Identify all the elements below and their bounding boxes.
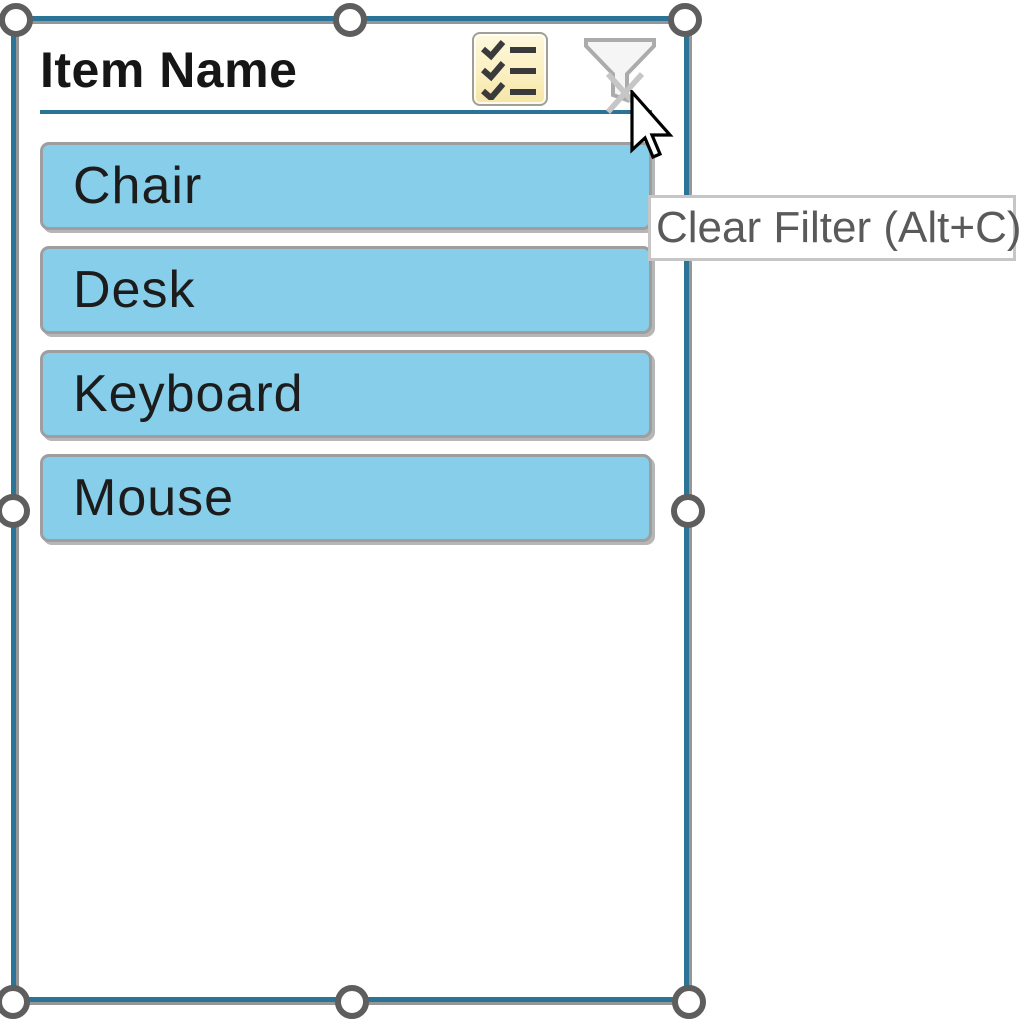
slicer-item-keyboard[interactable]: Keyboard <box>40 350 652 438</box>
resize-handle-top-center[interactable] <box>333 3 367 37</box>
slicer-item-label: Chair <box>73 157 203 215</box>
slicer-item-list: Chair Desk Keyboard Mouse <box>40 142 652 558</box>
slicer-item-mouse[interactable]: Mouse <box>40 454 652 542</box>
checklist-icon <box>481 40 536 100</box>
resize-handle-middle-right[interactable] <box>671 494 705 528</box>
header-divider <box>40 110 652 114</box>
slicer-title: Item Name <box>40 42 298 98</box>
resize-handle-bottom-left[interactable] <box>0 985 30 1019</box>
slicer-item-label: Keyboard <box>73 365 304 423</box>
slicer-item-desk[interactable]: Desk <box>40 246 652 334</box>
resize-handle-top-left[interactable] <box>0 3 33 37</box>
multi-select-button[interactable] <box>472 32 548 106</box>
resize-handle-bottom-center[interactable] <box>335 985 369 1019</box>
slicer-item-chair[interactable]: Chair <box>40 142 652 230</box>
tooltip: Clear Filter (Alt+C) <box>648 195 1020 261</box>
resize-handle-middle-left[interactable] <box>0 494 30 528</box>
resize-handle-bottom-right[interactable] <box>672 985 706 1019</box>
arrow-cursor-icon <box>630 90 674 160</box>
slicer-item-label: Mouse <box>73 469 235 527</box>
resize-handle-top-right[interactable] <box>668 3 702 37</box>
slicer-item-label: Desk <box>73 261 196 319</box>
tooltip-text: Clear Filter (Alt+C) <box>656 203 1020 252</box>
